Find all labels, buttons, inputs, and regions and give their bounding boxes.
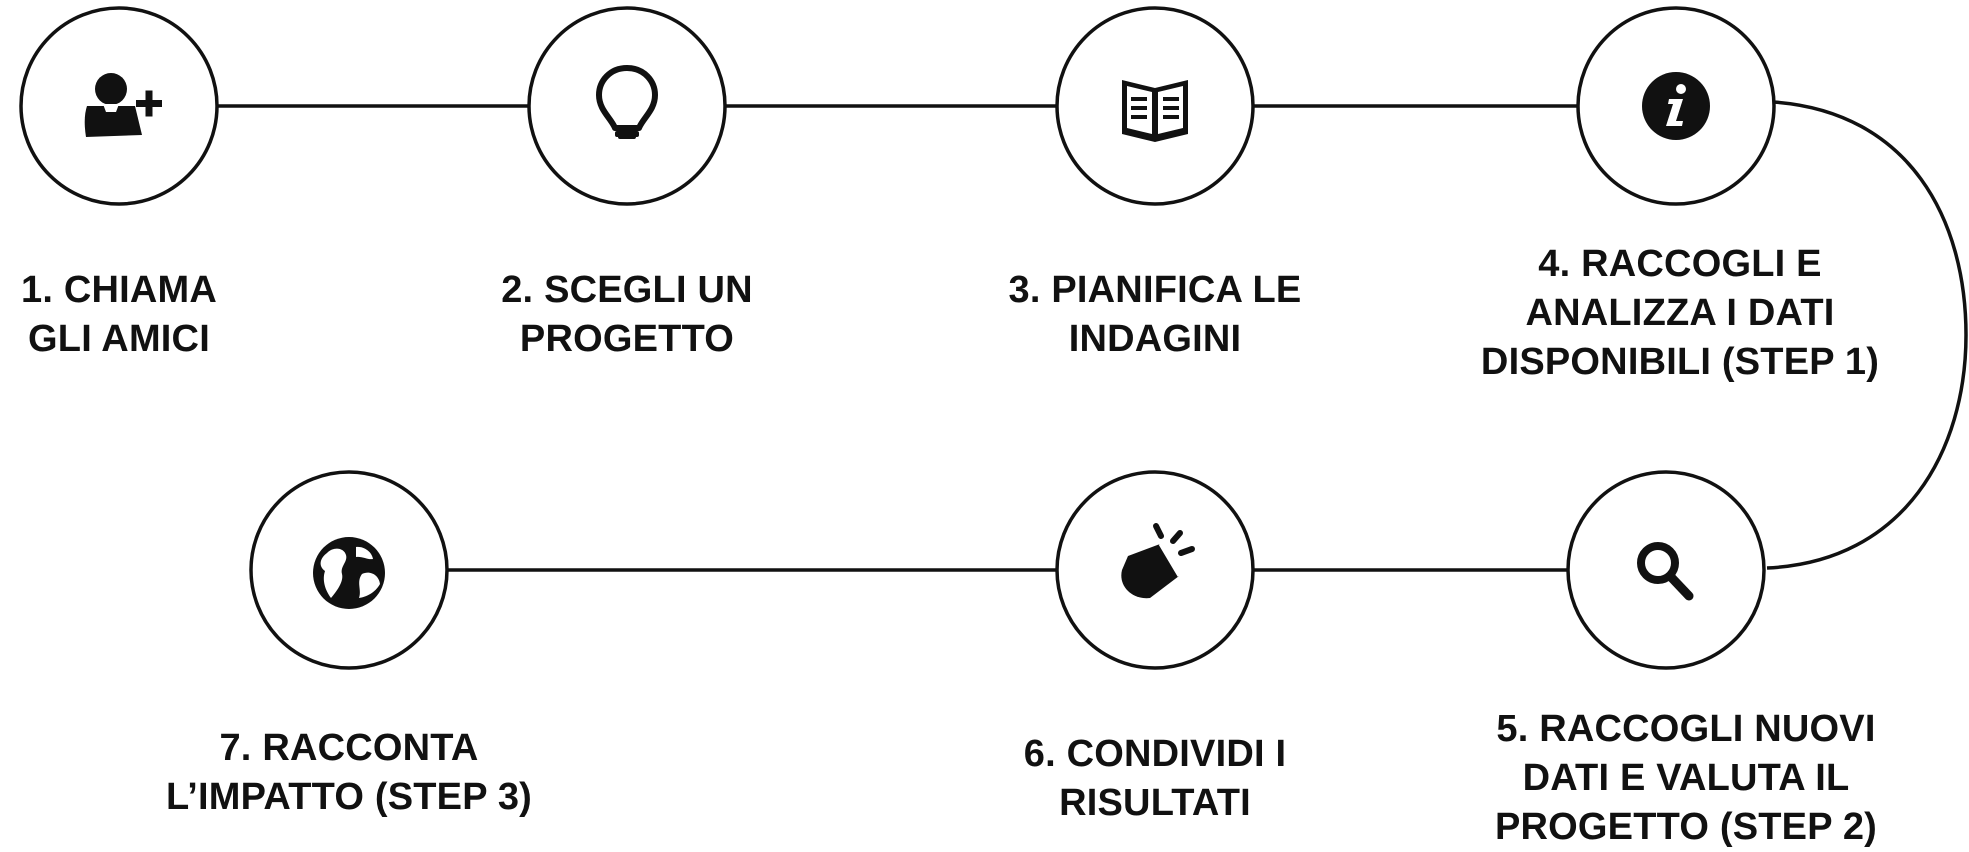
connector-4-5-curve [1766,100,1968,570]
search-icon [1641,546,1689,596]
step-1-node [19,6,219,206]
step-5-label: 5. RACCOGLI NUOVI DATI E VALUTA IL PROGE… [1494,708,1878,848]
megaphone-icon [1121,526,1192,599]
add-user-icon [84,73,162,137]
step-2-circle [527,6,727,206]
lightbulb-icon [599,68,655,139]
step-2-node [527,6,727,206]
step-2-label: 2. SCEGLI UN PROGETTO [501,269,753,360]
step-5-circle [1566,470,1766,670]
step-6-label: 6. CONDIVIDI I RISULTATI [1023,733,1287,824]
step-4-node [1576,6,1776,206]
globe-icon [313,537,385,609]
step-3-label: 3. PIANIFICA LE INDAGINI [1008,269,1302,360]
open-book-icon [1122,80,1188,142]
step-5-node [1566,470,1766,670]
step-3-node [1055,6,1255,206]
step-7-label: 7. RACCONTA L’IMPATTO (STEP 3) [165,727,533,818]
step-1-label: 1. CHIAMA GLI AMICI [20,269,218,360]
step-6-node [1055,470,1255,670]
step-4-label: 4. RACCOGLI E ANALIZZA I DATI DISPONIBIL… [1480,243,1880,383]
step-7-node [249,470,449,670]
info-icon [1642,72,1710,140]
